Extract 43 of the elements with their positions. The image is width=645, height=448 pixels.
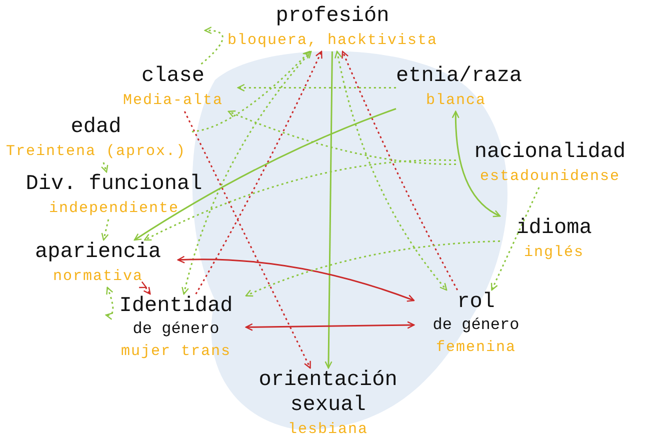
category-label: Div. funcional [26,172,202,198]
arrow [100,162,108,173]
value-label: normativa [52,267,143,288]
category-label: apariencia [34,240,162,266]
arrow [228,110,456,166]
value-label: estadounidense [480,167,620,188]
arrow [237,84,396,92]
value-label: de género [132,319,220,340]
value-label: lesbiana [288,420,368,440]
arrow [184,111,311,369]
arrow [452,110,501,217]
value-label: inglés [524,243,584,264]
category-label: profesión [276,4,390,30]
arrow [134,108,396,241]
value-label: Media-alta [122,91,223,112]
arrow [101,219,110,241]
category-label: rol [457,290,495,316]
arrow [105,286,114,320]
value-label: independiente [48,199,180,220]
arrow [200,26,224,65]
arrow [192,50,310,132]
value-label: mujer trans [120,342,232,362]
category-label: Identidad [119,294,233,320]
value-label: Treintena (aprox.) [6,142,186,162]
category-label: edad [70,115,122,140]
value-label: femenina [436,338,516,358]
arrow [138,282,151,295]
arrow [245,240,500,297]
category-label: nacionalidad [474,140,626,166]
arrow [324,51,333,369]
arrow [177,256,415,302]
category-label: clase [141,64,204,90]
arrow [245,321,415,331]
category-label: idioma [516,216,592,242]
arrow [490,187,540,291]
arrow [144,159,456,241]
category-label: etnia/raza [396,64,522,90]
category-label: orientación sexual [258,368,398,418]
value-label: blanca [426,91,486,112]
arrow [195,50,322,294]
value-label: de género [432,315,520,336]
arrow [182,50,312,295]
value-label: bloquera, hacktivista [227,31,438,52]
